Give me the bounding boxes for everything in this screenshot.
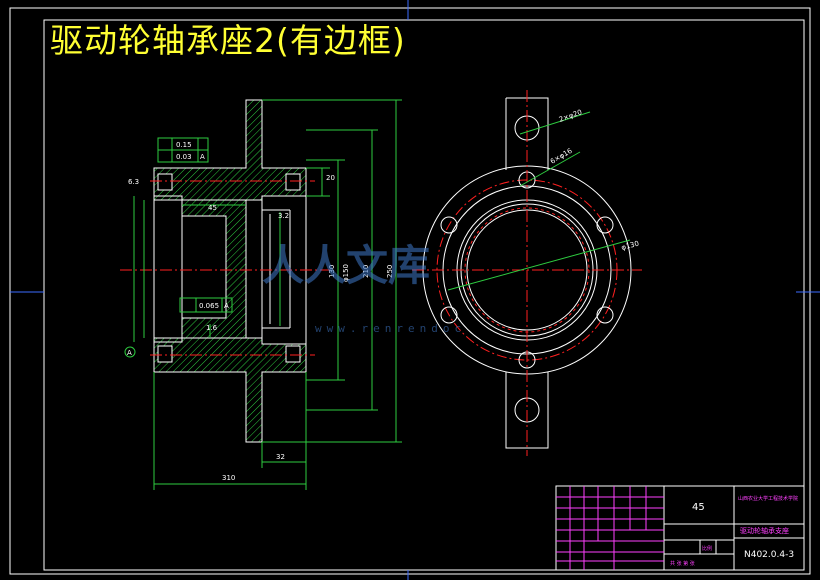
drawing-title: 驱动轮轴承座2(有边框) xyxy=(50,21,406,60)
dim-32: 32 xyxy=(276,453,285,461)
bolt-holes-side xyxy=(157,173,301,363)
watermark-url: www.renrendoc xyxy=(315,322,467,335)
surface-3-2: 3.2 xyxy=(278,212,289,220)
tol-0-03: 0.03 xyxy=(176,153,192,161)
front-leaders xyxy=(447,111,631,291)
dim-2x20: 2×φ20 xyxy=(558,108,583,124)
front-centerlines xyxy=(412,90,642,456)
dim-45: 45 xyxy=(208,204,217,212)
part-name: 驱动轮轴承支座 xyxy=(740,526,789,535)
datum-a: A xyxy=(200,153,205,161)
datum-a-2: A xyxy=(224,302,229,310)
surface-1-6: 1.6 xyxy=(206,324,218,332)
dim-20: 20 xyxy=(326,174,335,182)
centering-marks xyxy=(10,0,820,580)
section-view: 310 32 45 20 130 φ150 210 250 6.3 3.2 1.… xyxy=(120,99,402,490)
dim-310: 310 xyxy=(222,474,235,482)
drawing-number: N402.0.4-3 xyxy=(744,550,794,560)
outer-frame xyxy=(9,7,811,575)
sheet-label: 共 张 第 张 xyxy=(670,560,695,567)
scale-label: 比例 xyxy=(702,545,712,552)
datum-a-3: A xyxy=(127,349,132,357)
hatch-hub xyxy=(181,199,247,339)
dim-130: 130 xyxy=(328,265,336,278)
material: 45 xyxy=(692,502,705,513)
watermark-logo: 人人文库 xyxy=(262,241,431,290)
hatch-bottom xyxy=(153,337,307,443)
dim-150: φ150 xyxy=(342,264,350,282)
surface-6-3: 6.3 xyxy=(128,178,139,186)
inner-frame xyxy=(43,19,805,571)
school-name: 山西农业大学工程技术学院 xyxy=(738,495,798,502)
tol-0-15: 0.15 xyxy=(176,141,192,149)
dim-250: 250 xyxy=(386,265,394,278)
dim-210: 210 xyxy=(362,265,370,278)
title-block xyxy=(555,485,805,571)
tol-0-065: 0.065 xyxy=(199,302,219,310)
